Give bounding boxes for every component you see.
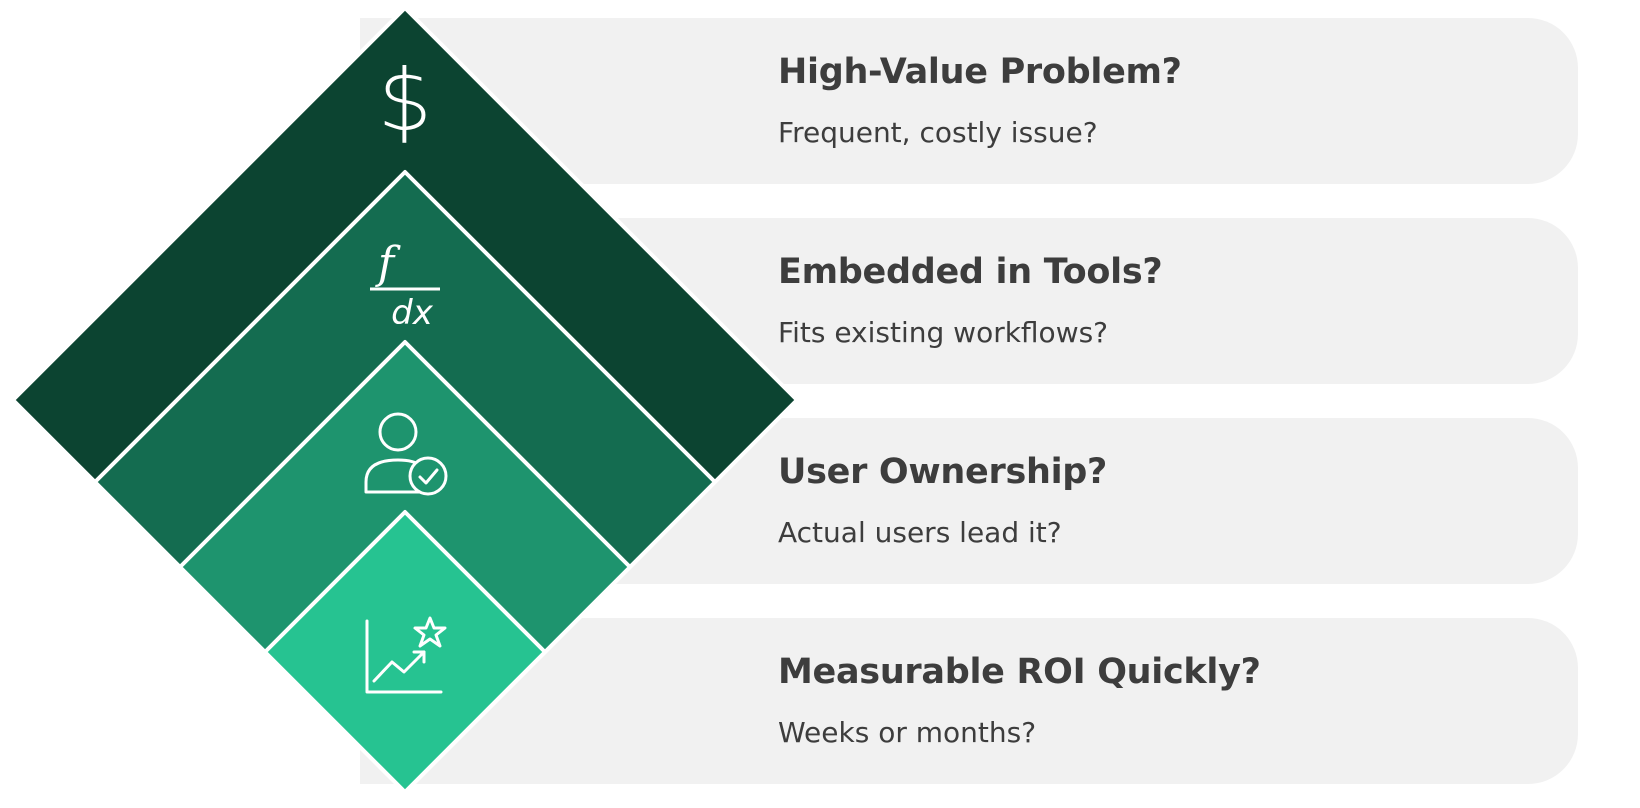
diamond-level-4 (263, 510, 547, 794)
criterion-title: User Ownership? (778, 452, 1108, 492)
user-check-icon (364, 412, 448, 496)
dollar-sign-icon: $ (378, 51, 433, 151)
criterion-title: High-Value Problem? (778, 52, 1182, 92)
criterion-card-4: Measurable ROI Quickly? Weeks or months? (360, 618, 1578, 784)
criterion-title: Measurable ROI Quickly? (778, 652, 1261, 692)
criterion-card-1: High-Value Problem? Frequent, costly iss… (360, 18, 1578, 184)
criterion-subtitle: Weeks or months? (778, 716, 1037, 749)
growth-chart-star-icon (365, 616, 447, 694)
criterion-subtitle: Frequent, costly issue? (778, 116, 1098, 149)
criterion-subtitle: Fits existing workflows? (778, 316, 1109, 349)
function-dx-glyph: dx (391, 293, 434, 333)
criterion-title: Embedded in Tools? (778, 252, 1163, 292)
criterion-subtitle: Actual users lead it? (778, 516, 1062, 549)
